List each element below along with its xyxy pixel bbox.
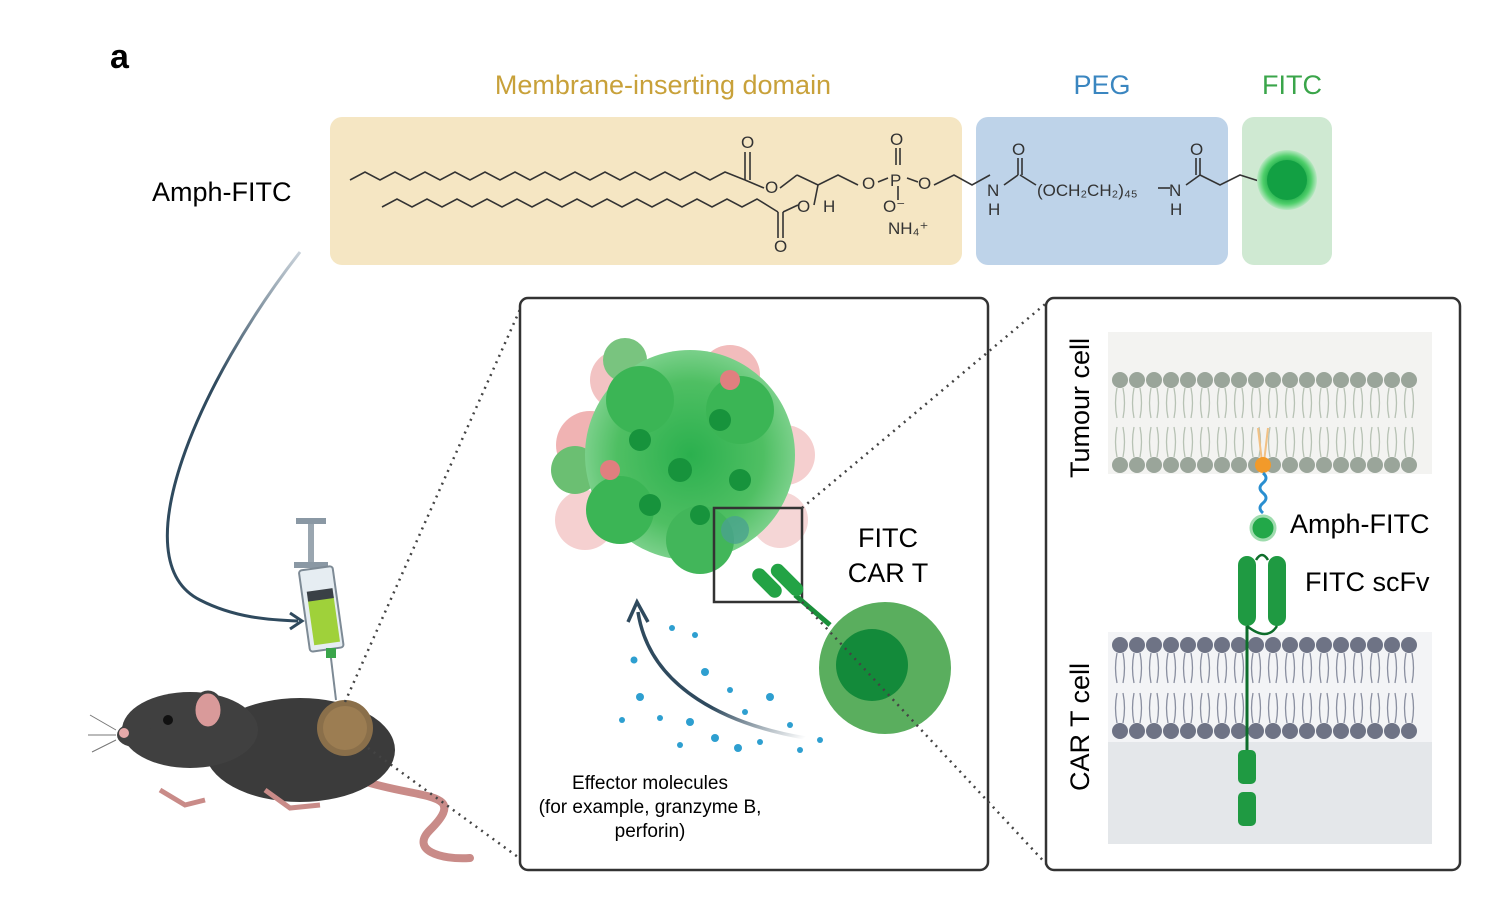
svg-text:NH₄⁺: NH₄⁺	[888, 219, 928, 238]
amph-fitc-molecule-icon	[1249, 427, 1277, 542]
synapse-highlight	[721, 516, 749, 544]
svg-text:P: P	[890, 171, 901, 190]
tumour-cell-label: Tumour cell	[1065, 338, 1095, 478]
svg-text:H: H	[988, 200, 1000, 219]
car-receptor-icon	[752, 563, 832, 627]
tumour-membrane-bg	[1108, 332, 1432, 474]
tumour-lipid-bilayer	[1112, 372, 1417, 473]
mouse-icon	[88, 690, 474, 863]
svg-text:O: O	[797, 197, 810, 216]
effector-caption-line3: perforin)	[615, 821, 686, 842]
peg-title: PEG	[1073, 70, 1130, 100]
svg-text:O: O	[1012, 140, 1025, 159]
chemical-structure	[349, 148, 1263, 238]
membrane-domain-box	[330, 117, 962, 265]
injection-arrowhead-icon	[289, 611, 305, 631]
svg-text:N: N	[1169, 181, 1181, 200]
effector-molecule-dots	[619, 625, 823, 753]
fitc-title: FITC	[1262, 70, 1322, 100]
membrane-domain-title: Membrane-inserting domain	[495, 70, 831, 100]
effector-caption-line2: (for example, granzyme B,	[539, 797, 762, 818]
peg-domain-box	[976, 117, 1228, 265]
effector-arrow	[636, 611, 806, 740]
svg-text:H: H	[1170, 200, 1182, 219]
svg-text:O: O	[890, 130, 903, 149]
zoom-line-top	[343, 304, 524, 703]
svg-text:O: O	[918, 174, 931, 193]
car-t-label-line1: FITC	[858, 523, 918, 553]
fitc-scfv-receptor-icon	[1238, 553, 1286, 826]
svg-text:O: O	[1190, 140, 1203, 159]
molecule-name: Amph-FITC	[152, 177, 292, 207]
fitc-scfv-label: FITC scFv	[1305, 567, 1430, 597]
panel-label: a	[110, 38, 130, 76]
svg-text:(OCH₂CH₂)₄₅: (OCH₂CH₂)₄₅	[1037, 181, 1138, 200]
zoom-line-right-top	[801, 299, 1051, 509]
effector-caption-line1: Effector molecules	[572, 773, 728, 794]
car-t-nucleus	[836, 629, 908, 701]
car-t-cell-label: CAR T cell	[1065, 663, 1095, 791]
car-t-lipid-bilayer	[1112, 637, 1417, 739]
car-t-label-line2: CAR T	[848, 558, 929, 588]
amph-fitc-label: Amph-FITC	[1290, 509, 1430, 539]
svg-text:O: O	[765, 178, 778, 197]
svg-text:O: O	[862, 174, 875, 193]
svg-text:N: N	[987, 181, 999, 200]
fitc-core	[1267, 160, 1307, 200]
svg-text:O⁻: O⁻	[883, 197, 905, 216]
svg-text:O: O	[741, 133, 754, 152]
injection-arrow	[165, 251, 302, 623]
effector-arrowhead-icon	[626, 598, 650, 623]
syringe-icon	[294, 518, 345, 701]
chemical-atom-labels: O O O H O O P O⁻ NH₄⁺ O N H O (OCH₂CH₂)₄…	[741, 130, 1203, 256]
synapse-zoom-box	[712, 506, 804, 604]
svg-text:H: H	[823, 197, 835, 216]
svg-text:O: O	[774, 237, 787, 256]
